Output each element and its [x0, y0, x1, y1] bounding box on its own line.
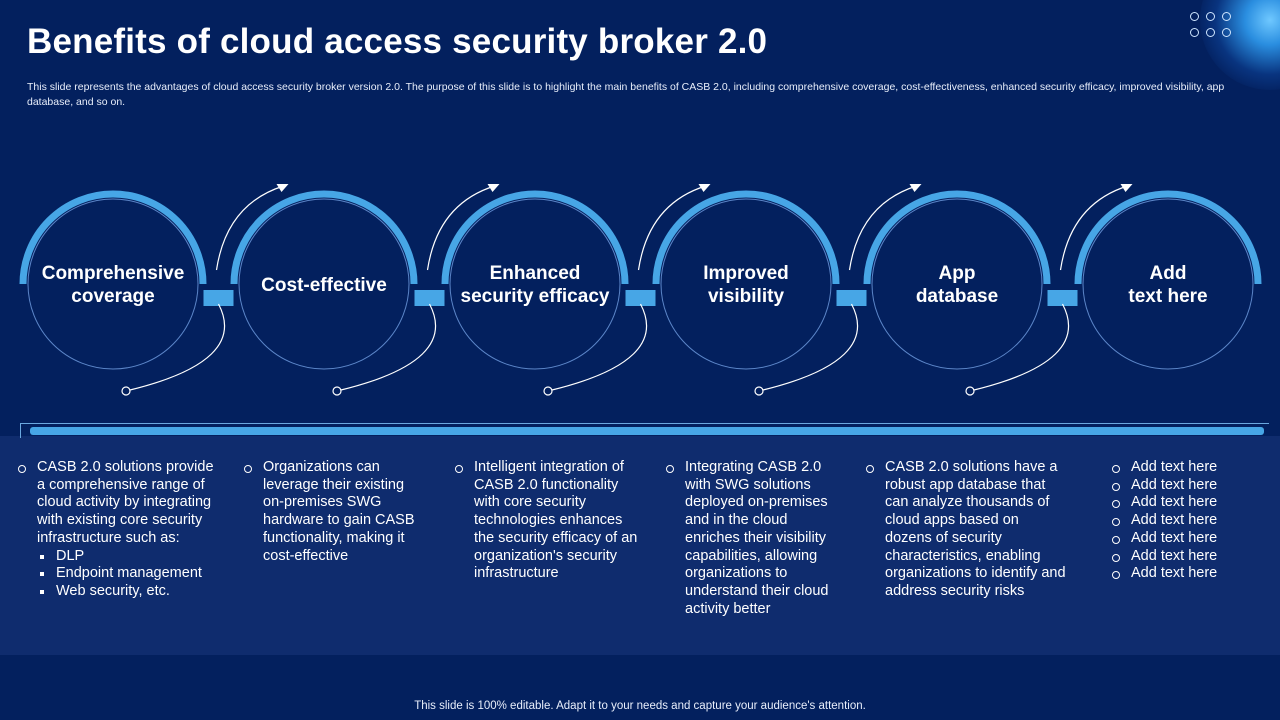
sub-bullet: Web security, etc. [37, 583, 218, 601]
sub-bullet: Endpoint management [37, 565, 218, 583]
bullet-icon [244, 465, 252, 473]
arrowhead-icon [1120, 184, 1133, 192]
bullet-icon [1112, 482, 1120, 491]
details-column-5: CASB 2.0 solutions have a robust app dat… [866, 459, 1066, 601]
details-column-6: Add text here Add text here Add text her… [1112, 459, 1262, 583]
benefit-title-line: visibility [707, 286, 785, 307]
timeline-bar [30, 427, 1264, 435]
benefit-circle-arc [441, 190, 629, 285]
page-title: Benefits of cloud access security broker… [27, 22, 768, 61]
arrow-start-dot [121, 386, 131, 396]
benefit-title-line: text here [1128, 286, 1208, 307]
sub-bullet: DLP [37, 548, 218, 566]
curved-arrow [973, 185, 1128, 391]
bullet-icon [1112, 553, 1120, 562]
benefit-circle-outline [660, 198, 832, 370]
curved-arrow [551, 185, 706, 391]
details-column-4: Integrating CASB 2.0 with SWG solutions … [666, 459, 841, 618]
benefit-title-line: Enhanced [489, 263, 581, 284]
arrowhead-icon [276, 184, 289, 192]
benefit-title-line: database [915, 286, 999, 307]
benefit-circle-arc [230, 190, 418, 285]
connector-block [203, 290, 234, 306]
benefit-title-line: Add [1149, 263, 1187, 284]
bullet-icon [455, 465, 463, 473]
bullet-icon [1112, 465, 1120, 473]
detail-bullet: Add text here [1112, 512, 1262, 530]
benefit-circle-outline [871, 198, 1043, 370]
benefit-circle-outline [1082, 198, 1254, 370]
arrowhead-icon [909, 184, 922, 192]
detail-bullet: CASB 2.0 solutions have a robust app dat… [866, 459, 1066, 601]
benefit-title-line: security efficacy [460, 286, 610, 307]
connector-block [836, 290, 867, 306]
details-column-3: Intelligent integration of CASB 2.0 func… [455, 459, 640, 583]
details-column-1: CASB 2.0 solutions provide a comprehensi… [18, 459, 218, 601]
curved-arrow [340, 185, 495, 391]
bullet-icon [1112, 571, 1120, 580]
arrow-start-dot [543, 386, 553, 396]
arrow-start-dot [965, 386, 975, 396]
detail-bullet: Add text here [1112, 530, 1262, 548]
benefits-flow-diagram [19, 184, 1262, 396]
page-subtitle: This slide represents the advantages of … [27, 81, 1225, 108]
arrowhead-icon [698, 184, 711, 192]
detail-bullet: Add text here [1112, 565, 1262, 583]
benefit-circle-arc [19, 190, 207, 285]
detail-bullet: Intelligent integration of CASB 2.0 func… [455, 459, 640, 583]
curved-arrow [129, 185, 284, 391]
benefit-circle-outline [449, 198, 621, 370]
detail-bullet: Add text here [1112, 494, 1262, 512]
benefit-circle-arc [863, 190, 1051, 285]
benefit-circle-outline [27, 198, 199, 370]
decorative-dots-icon [1190, 12, 1234, 40]
details-panel [0, 436, 1280, 655]
arrow-start-dot [754, 386, 764, 396]
benefit-circle-arc [1074, 190, 1262, 285]
detail-bullet: Add text here [1112, 548, 1262, 566]
bullet-icon [1112, 500, 1120, 509]
bullet-icon [18, 465, 26, 473]
sub-bullet-list: DLP Endpoint management Web security, et… [18, 548, 218, 601]
detail-bullet: Add text here [1112, 459, 1262, 477]
arrowhead-icon [487, 184, 500, 192]
connector-block [625, 290, 656, 306]
bullet-icon [1112, 535, 1120, 544]
connector-block [414, 290, 445, 306]
timeline-bracket [20, 423, 1269, 438]
connector-block [1047, 290, 1078, 306]
detail-bullet: Integrating CASB 2.0 with SWG solutions … [666, 459, 841, 618]
detail-bullet: CASB 2.0 solutions provide a comprehensi… [18, 459, 218, 548]
benefit-title-line: Comprehensive [41, 263, 185, 284]
details-column-2: Organizations can leverage their existin… [244, 459, 429, 565]
bullet-icon [666, 465, 674, 473]
benefit-title-line: Cost-effective [261, 275, 387, 296]
benefit-title-line: coverage [71, 286, 155, 307]
bullet-icon [866, 465, 874, 473]
benefit-title-line: Improved [703, 263, 789, 284]
curved-arrow [762, 185, 917, 391]
detail-bullet: Add text here [1112, 477, 1262, 495]
benefit-title-line: App [938, 263, 976, 284]
benefit-circle-arc [652, 190, 840, 285]
detail-bullet: Organizations can leverage their existin… [244, 459, 429, 565]
arrow-start-dot [332, 386, 342, 396]
benefit-title: Cost-effective [229, 274, 419, 297]
bullet-icon [1112, 518, 1120, 527]
footer-note: This slide is 100% editable. Adapt it to… [414, 700, 866, 712]
benefit-circle-outline [238, 198, 410, 370]
